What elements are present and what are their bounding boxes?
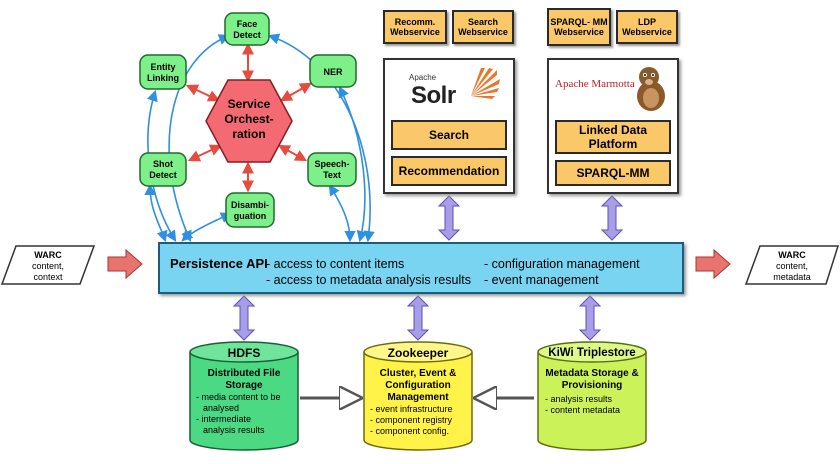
- solr-panel: Apache Solr Search Recommendation: [383, 58, 515, 194]
- persistence-api-title: Persistence API: [170, 256, 268, 271]
- kiwi-cylinder: [537, 341, 647, 451]
- entity-linking-label-2: Linking: [147, 73, 179, 83]
- kiwi-bullet: - analysis results: [545, 394, 613, 404]
- shot-detect-label-1: Shot: [153, 159, 173, 169]
- hdfs-title: HDFS: [227, 346, 261, 360]
- warc-in-label-1: WARC: [34, 250, 62, 260]
- marmotta-panel: Apache Marmotta Linked Data Platform SPA…: [547, 58, 679, 194]
- kiwi-subtitle: Metadata Storage & Provisioning: [545, 368, 639, 391]
- marmot-icon: [637, 67, 665, 111]
- api-item-events: - event management: [484, 273, 599, 287]
- io-arrows: [107, 248, 731, 280]
- recommendation-webservice-label: Recomm. Webservice: [390, 17, 440, 37]
- api-item-metadata: - access to metadata analysis results: [266, 273, 471, 287]
- kiwi-title: KiWi Triplestore: [548, 347, 636, 359]
- warc-in-label-3: context: [33, 272, 63, 282]
- api-hdfs-arrow: [232, 295, 256, 341]
- service-api-links: [144, 33, 375, 243]
- sparql-mm-button[interactable]: SPARQL-MM: [555, 160, 671, 186]
- hdfs-bullet: - media content to be: [196, 392, 281, 402]
- disambiguation-service: Disambi- guation: [225, 192, 275, 228]
- api-item-config: - configuration management: [484, 257, 640, 271]
- solr-sun-icon: [471, 68, 500, 99]
- api-item-content: - access to content items: [266, 257, 405, 271]
- hdfs-bullet: - intermediate: [196, 414, 252, 424]
- speech-text-service: Speech- Text: [307, 152, 357, 187]
- warc-out-label-2: content,: [776, 261, 808, 271]
- warc-in-label-2: content,: [32, 261, 64, 271]
- search-webservice-label: Search Webservice: [458, 17, 508, 37]
- api-zookeeper-arrow: [406, 295, 430, 341]
- kiwi-bullet: - content metadata: [545, 405, 621, 415]
- warc-input: WARC content, context: [0, 245, 96, 285]
- orchestration-label-2: Orchest-: [224, 112, 273, 126]
- speech-text-label-2: Text: [323, 170, 341, 180]
- api-kiwi-arrow: [578, 295, 602, 341]
- output-arrow: [695, 248, 731, 280]
- face-detect-label-2: Detect: [233, 30, 261, 40]
- hdfs-cylinder: [189, 341, 299, 451]
- face-detect-service: Face Detect: [224, 12, 270, 46]
- hdfs-subtitle: Distributed File Storage: [207, 368, 281, 391]
- orchestration-label-1: Service: [228, 97, 271, 111]
- warc-output: WARC content, metadata: [744, 245, 840, 285]
- orchestration-links: [185, 42, 313, 193]
- disambiguation-label-2: guation: [234, 211, 267, 221]
- hdfs-bullets: - media content to be analysed - interme…: [196, 392, 281, 436]
- zookeeper-bullets: - event infrastructure - component regis…: [370, 404, 453, 437]
- sparql-mm-webservice: SPARQL- MM Webservice: [547, 8, 611, 46]
- persistence-api-box: Persistence API - access to content item…: [158, 242, 684, 294]
- search-webservice: Search Webservice: [452, 10, 514, 44]
- purple-arrows: [232, 195, 624, 341]
- entity-linking-service: Entity Linking: [139, 54, 187, 90]
- marmotta-api-arrow: [600, 195, 624, 241]
- entity-linking-label-1: Entity: [150, 62, 175, 72]
- speech-text-label-1: Speech-: [314, 159, 349, 169]
- zookeeper-bullet: - event infrastructure: [370, 404, 453, 414]
- search-button[interactable]: Search: [391, 120, 507, 150]
- kiwi-bullets: - analysis results - content metadata: [545, 394, 620, 416]
- shot-detect-label-2: Detect: [149, 170, 177, 180]
- ner-service: NER: [309, 54, 357, 88]
- zookeeper-bullet: - component config.: [370, 426, 450, 436]
- solr-api-arrow: [437, 195, 461, 241]
- ldp-webservice: LDP Webservice: [616, 10, 678, 44]
- solr-logo-text: Solr: [411, 82, 456, 109]
- recommendation-button[interactable]: Recommendation: [391, 156, 507, 186]
- hdfs-bullet: analysed: [203, 403, 240, 413]
- sparql-mm-webservice-label: SPARQL- MM Webservice: [550, 17, 608, 37]
- hdfs-bullet: analysis results: [203, 425, 265, 435]
- solr-logo-small: Apache: [409, 73, 437, 82]
- input-arrow: [107, 248, 143, 280]
- ldp-webservice-label: LDP Webservice: [622, 17, 672, 37]
- warc-out-label-1: WARC: [778, 250, 806, 260]
- marmotta-logo-text: Apache Marmotta: [555, 78, 635, 90]
- orchestration-label-3: ration: [232, 127, 265, 141]
- warc-out-label-3: metadata: [773, 272, 811, 282]
- recommendation-webservice: Recomm. Webservice: [383, 10, 447, 44]
- service-orchestration-hexagon: Service Orchest- ration: [205, 79, 293, 163]
- disambiguation-label-1: Disambi-: [231, 200, 269, 210]
- shot-detect-service: Shot Detect: [139, 152, 187, 187]
- zookeeper-cylinder: [363, 341, 473, 451]
- zookeeper-bullet: - component registry: [370, 415, 453, 425]
- zookeeper-subtitle: Cluster, Event & Configuration Managemen…: [379, 368, 457, 403]
- linked-data-platform-button[interactable]: Linked Data Platform: [555, 120, 671, 154]
- ner-label: NER: [323, 67, 343, 77]
- face-detect-label-1: Face: [237, 19, 258, 29]
- zookeeper-title: Zookeeper: [387, 346, 449, 360]
